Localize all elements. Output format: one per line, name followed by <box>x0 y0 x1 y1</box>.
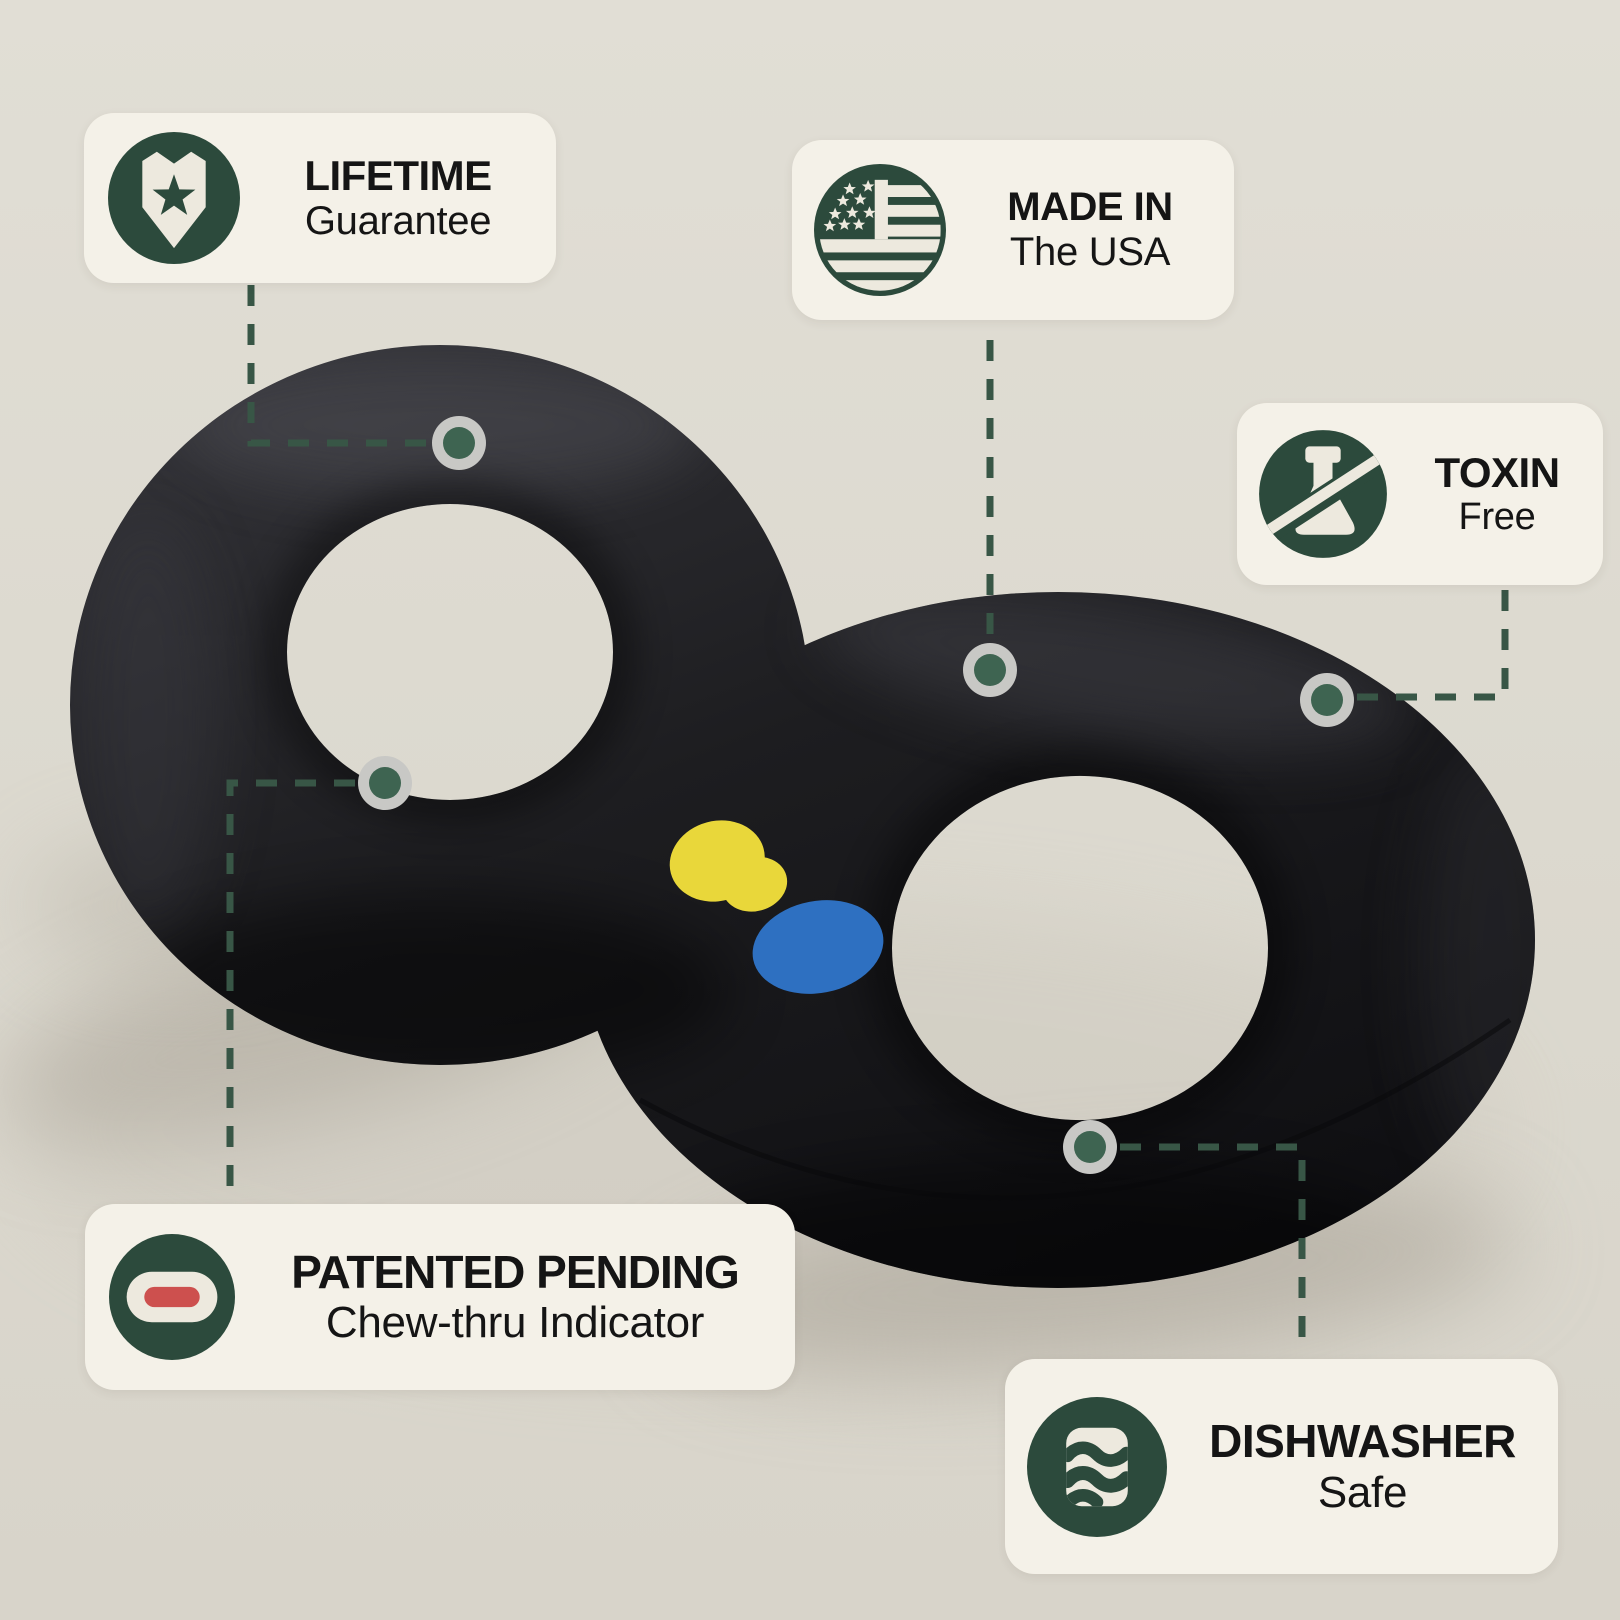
callout-dot-made-in-usa <box>963 643 1017 697</box>
no-toxin-flask-icon <box>1259 430 1387 558</box>
chew-indicator-blue-dot <box>752 900 884 994</box>
badge-dishwasher-subtitle: Safe <box>1317 1467 1408 1517</box>
callout-connectors <box>226 285 1509 1355</box>
badge-made-in-usa: MADE IN The USA <box>792 140 1234 320</box>
badge-usa-subtitle: The USA <box>1009 230 1171 274</box>
shield-star-icon <box>108 132 240 264</box>
badge-toxin-free: TOXIN Free <box>1237 403 1603 585</box>
badge-toxin-title: TOXIN <box>1434 449 1560 497</box>
usa-flag-icon <box>814 164 946 296</box>
badge-dishwasher-title: DISHWASHER <box>1209 1415 1516 1468</box>
badge-lifetime-title: LIFETIME <box>304 152 492 200</box>
badge-dishwasher-safe: DISHWASHER Safe <box>1005 1359 1558 1574</box>
badge-patent-title: PATENTED PENDING <box>291 1245 739 1298</box>
callout-dot-dishwasher <box>1063 1120 1117 1174</box>
connector-toxin-free <box>1357 590 1509 701</box>
badge-patent-pending: PATENTED PENDING Chew-thru Indicator <box>85 1204 795 1390</box>
connector-patent <box>226 779 355 1200</box>
dishwasher-waves-icon <box>1027 1396 1167 1537</box>
badge-lifetime-subtitle: Guarantee <box>304 199 492 244</box>
chew-indicator-icon <box>109 1234 235 1360</box>
connector-lifetime <box>247 285 428 447</box>
badge-toxin-subtitle: Free <box>1458 496 1536 539</box>
callout-dot-toxin-free <box>1300 673 1354 727</box>
chew-indicator-yellow-dot <box>669 820 788 912</box>
callout-dot-lifetime <box>432 416 486 470</box>
badge-lifetime-guarantee: LIFETIME Guarantee <box>84 113 556 283</box>
connector-dishwasher <box>1120 1143 1306 1355</box>
callout-dots <box>358 416 1354 1174</box>
callout-dot-patent <box>358 756 412 810</box>
badge-usa-title: MADE IN <box>1007 185 1173 230</box>
badge-patent-subtitle: Chew-thru Indicator <box>325 1298 705 1348</box>
